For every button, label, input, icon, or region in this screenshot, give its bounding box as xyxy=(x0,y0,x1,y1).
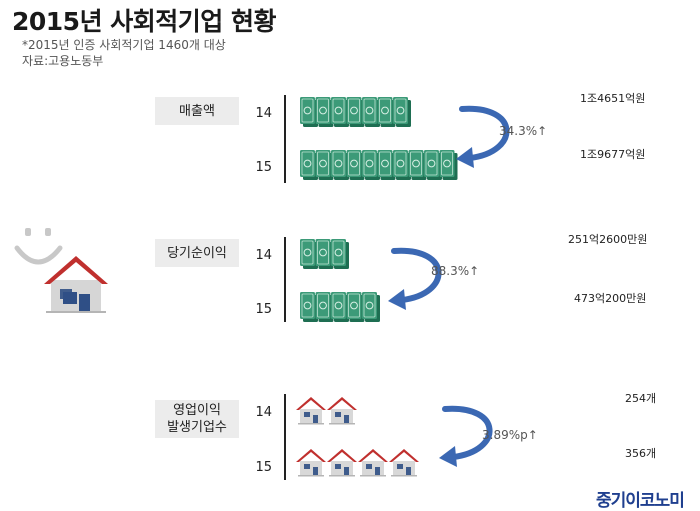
banknote-stack-icon xyxy=(362,97,380,127)
banknote-stack-icon xyxy=(362,292,380,322)
label-operating-profit-firms: 영업이익 발생기업수 xyxy=(155,400,239,438)
banknote-stack-icon xyxy=(424,150,442,180)
page-title: 2015년 사회적기업 현황 xyxy=(12,7,277,36)
change-label: 3.89%p↑ xyxy=(482,428,538,442)
banknote-stack-icon xyxy=(315,239,334,269)
banknote-stack-icon xyxy=(331,292,349,322)
smiling-house-illustration xyxy=(14,228,108,313)
banknote-stack-icon xyxy=(393,150,411,180)
banknote-stack-icon xyxy=(346,150,365,180)
house-icon xyxy=(389,449,419,477)
banknote-stack-icon xyxy=(346,97,365,127)
banknote-stack-icon xyxy=(315,150,334,180)
change-label: 88.3%↑ xyxy=(431,264,480,278)
banknote-stack-icon xyxy=(315,292,334,322)
banknote-stack-icon xyxy=(439,150,458,180)
house-icon xyxy=(44,256,108,313)
banknote-stack-icon xyxy=(300,292,318,322)
house-icon xyxy=(327,449,357,477)
value-label: 356개 xyxy=(625,447,657,460)
axis-line xyxy=(284,237,286,322)
label-sales: 매출액 xyxy=(155,97,239,125)
banknote-stack-icon xyxy=(300,239,318,269)
year-label: 14 xyxy=(255,405,272,420)
banknote-stack-icon xyxy=(315,97,334,127)
house-icon xyxy=(296,449,326,477)
value-label: 1조9677억원 xyxy=(580,148,646,161)
change-arrow xyxy=(439,405,493,467)
label-net-income: 당기순이익 xyxy=(155,239,239,267)
change-arrow xyxy=(456,105,510,168)
banknote-stack-icon xyxy=(408,150,427,180)
label-line-1: 영업이익 xyxy=(173,403,221,418)
axis-line xyxy=(284,394,286,480)
banknote-stack-icon xyxy=(331,239,349,269)
banknote-stack-icon xyxy=(300,97,318,127)
banknote-stack-icon xyxy=(377,150,396,180)
year-label: 14 xyxy=(255,248,272,263)
banknote-stack-icon xyxy=(346,292,365,322)
banknote-stack-icon xyxy=(362,150,380,180)
year-label: 14 xyxy=(255,106,272,121)
change-label: 34.3%↑ xyxy=(499,124,548,138)
house-icon xyxy=(296,397,326,425)
axis-line xyxy=(284,95,286,183)
year-label: 15 xyxy=(255,160,272,175)
value-label: 1조4651억원 xyxy=(580,92,646,105)
banknote-stack-icon xyxy=(331,97,349,127)
label-sales-text: 매출액 xyxy=(179,103,215,119)
banknote-stack-icon xyxy=(377,97,396,127)
banknote-stack-icon xyxy=(331,150,349,180)
house-icon xyxy=(327,397,357,425)
banknote-stack-icon xyxy=(393,97,411,127)
year-label: 15 xyxy=(255,460,272,475)
banknote-stack-icon xyxy=(300,150,318,180)
brand-logo: 중기이코노미 xyxy=(596,491,685,511)
label-line-2: 발생기업수 xyxy=(167,420,227,435)
value-label: 251억2600만원 xyxy=(568,233,648,246)
smiley-face-icon xyxy=(14,228,63,265)
change-arrow xyxy=(388,247,442,310)
target-note: *2015년 인증 사회적기업 1460개 대상 xyxy=(22,38,226,52)
value-label: 473억200만원 xyxy=(574,292,647,305)
house-icon xyxy=(358,449,388,477)
label-net-income-text: 당기순이익 xyxy=(167,245,227,261)
year-label: 15 xyxy=(255,302,272,317)
value-label: 254개 xyxy=(625,392,657,405)
source-note: 자료:고용노동부 xyxy=(22,54,104,68)
